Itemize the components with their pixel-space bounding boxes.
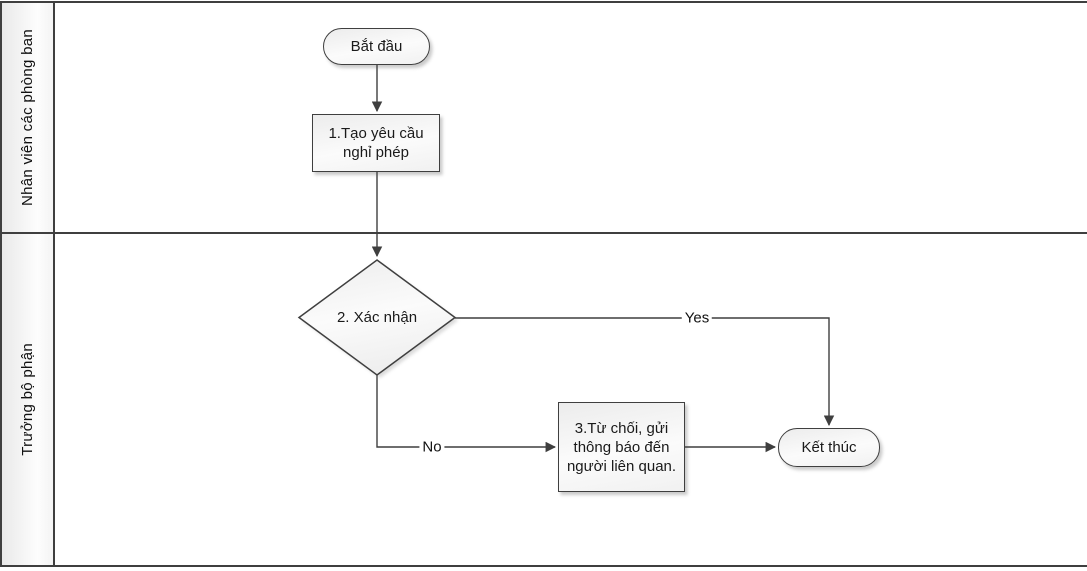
frame-top-border	[0, 1, 1087, 3]
connector-decision-no-to-task3	[376, 375, 557, 453]
end-label: Kết thúc	[801, 439, 857, 456]
yes-edge-label: Yes	[681, 309, 713, 327]
lane-header-employees: Nhân viên các phòng ban	[2, 3, 53, 232]
start-label: Bắt đầu	[350, 38, 403, 55]
no-edge-label: No	[419, 438, 445, 456]
task3-label-line2: thông báo đến	[573, 438, 670, 456]
lane-divider	[0, 232, 1087, 234]
lane-header-separator	[53, 1, 55, 567]
task3-label-line1: 3.Từ chối, gửi	[574, 419, 669, 437]
frame-bottom-border	[0, 565, 1087, 567]
lane-label-manager: Trưởng bộ phận	[19, 343, 36, 456]
decision-label: 2. Xác nhận	[336, 309, 418, 326]
frame-left-border	[0, 1, 2, 567]
task3-process: 3.Từ chối, gửi thông báo đến người liên …	[558, 402, 685, 492]
task1-process: 1.Tạo yêu cầu nghỉ phép	[312, 114, 440, 172]
start-terminator: Bắt đầu	[323, 28, 430, 65]
end-terminator: Kết thúc	[778, 428, 880, 467]
decision-node: 2. Xác nhận	[299, 260, 455, 375]
lane-label-employees: Nhân viên các phòng ban	[19, 28, 36, 207]
task3-label-line3: người liên quan.	[566, 457, 677, 475]
lane-header-manager: Trưởng bộ phận	[2, 234, 53, 565]
task1-label-line1: 1.Tạo yêu cầu	[328, 125, 424, 142]
task1-label-line2: nghỉ phép	[343, 144, 409, 161]
